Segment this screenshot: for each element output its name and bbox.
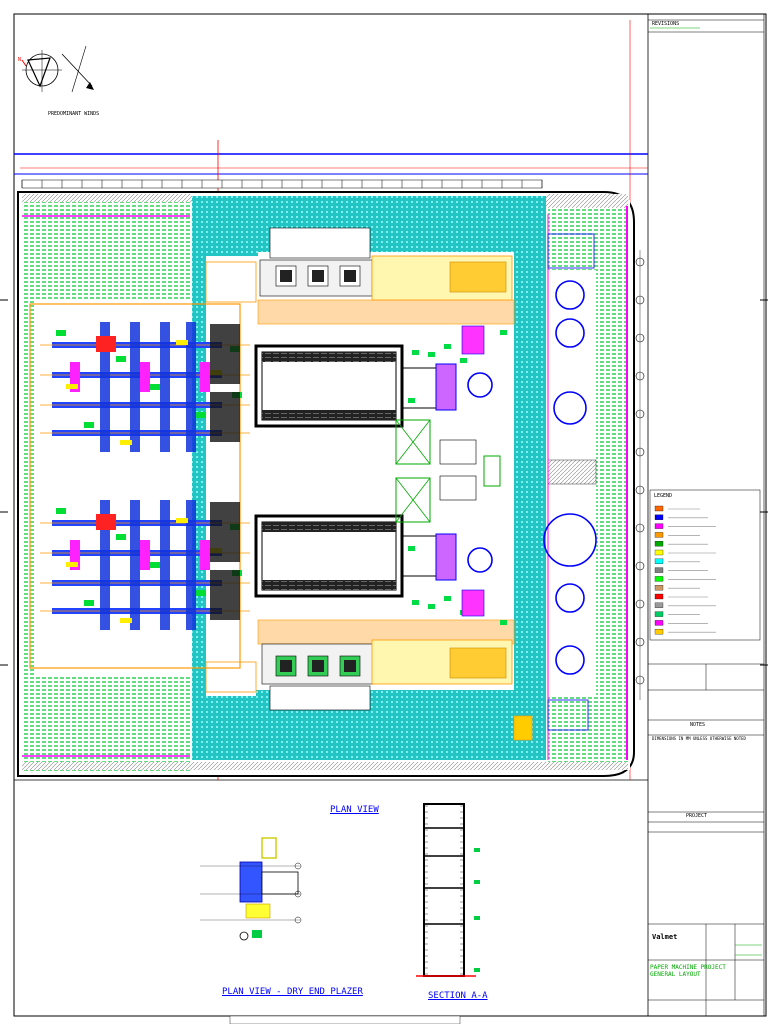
section-a-a: [416, 803, 480, 977]
teal-zone-right: [514, 196, 546, 760]
revisions-header: REVISIONS: [652, 21, 680, 27]
grass-zone-left-top: [22, 200, 192, 300]
legend-swatch: [654, 620, 664, 626]
section-title: SECTION A-A: [428, 991, 488, 1001]
project-header: PROJECT: [686, 813, 708, 819]
wind-rose-icon: [61, 45, 94, 93]
drawing-title: PAPER MACHINE PROJECT GENERAL LAYOUT: [650, 964, 726, 979]
legend-swatch: [654, 523, 664, 529]
wind-label: PREDOMINANT WINDS: [48, 111, 100, 117]
north-label: N: [18, 57, 22, 63]
notes-header: NOTES: [690, 722, 706, 728]
legend-swatch: [654, 532, 664, 538]
legend: [649, 489, 761, 641]
grass-zone-left-bottom: [22, 676, 192, 772]
legend-swatch: [654, 505, 664, 512]
legend-swatch: [654, 585, 664, 591]
legend-swatch: [654, 611, 664, 617]
legend-swatch: [654, 567, 664, 573]
north-arrow-icon: [21, 50, 62, 92]
legend-swatch: [654, 549, 664, 556]
legend-swatch: [654, 629, 664, 635]
dry-end-plazer-title: PLAN VIEW - DRY END PLAZER: [222, 987, 363, 997]
legend-swatch: [654, 558, 664, 564]
storage-tanks: [467, 280, 597, 675]
plan-view-title: PLAN VIEW: [330, 805, 379, 815]
dry-end-plazer-plan: [200, 837, 302, 941]
company-logo: Valmet: [652, 933, 678, 941]
grass-zone-right: [596, 200, 630, 770]
paper-machine-line-1: [254, 344, 457, 428]
paper-machine-line-2: [254, 514, 457, 598]
legend-swatch: [654, 602, 664, 608]
legend-swatch: [654, 541, 664, 547]
legend-swatch: [654, 576, 664, 582]
note-1: DIMENSIONS IN MM UNLESS OTHERWISE NOTED: [652, 736, 746, 741]
legend-swatch: [654, 593, 664, 600]
legend-swatch: [654, 514, 664, 520]
legend-header: LEGEND: [654, 493, 673, 499]
